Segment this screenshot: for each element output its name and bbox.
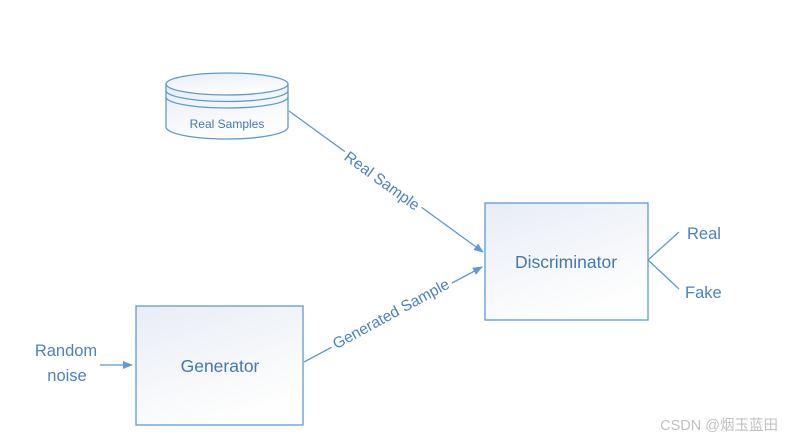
- database-body: [166, 84, 288, 139]
- discriminator-outputs: Real Fake: [647, 225, 722, 302]
- edge-generated-sample: Generated Sample: [303, 266, 483, 363]
- generated-sample-arrow: [303, 266, 483, 363]
- generator-box: [135, 305, 304, 426]
- noise-input: Random noise: [35, 342, 133, 385]
- real-sample-label: Real Sample: [341, 148, 423, 214]
- database-body-outline: [165, 84, 289, 140]
- watermark: CSDN @烟玉蓝田: [660, 417, 778, 434]
- database-label: Real Samples: [190, 117, 265, 131]
- generator-label: Generator: [181, 356, 260, 376]
- real-sample-arrow: [288, 110, 484, 253]
- database-ring-2: [165, 96, 289, 109]
- database-ring-1: [165, 90, 289, 103]
- output-real-line: [647, 231, 680, 261]
- generated-sample-label: Generated Sample: [330, 276, 452, 353]
- discriminator-box: [484, 202, 649, 321]
- database-top-ellipse: [165, 72, 289, 96]
- node-discriminator: Discriminator: [484, 202, 649, 321]
- output-fake-label: Fake: [685, 284, 722, 302]
- output-fake-line: [647, 259, 680, 290]
- random-noise-label-line2: noise: [47, 367, 86, 385]
- database-real-samples: Real Samples: [165, 72, 289, 140]
- discriminator-label: Discriminator: [515, 252, 617, 272]
- output-real-label: Real: [687, 225, 721, 243]
- random-noise-label-line1: Random: [35, 342, 97, 360]
- node-generator: Generator: [135, 305, 304, 426]
- edge-real-sample: Real Sample: [288, 110, 484, 253]
